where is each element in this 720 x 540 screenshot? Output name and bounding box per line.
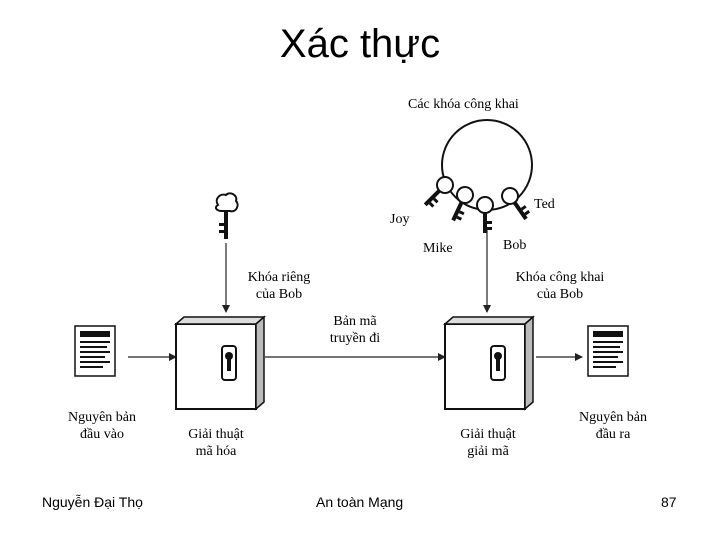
key-label-mike: Mike bbox=[423, 240, 453, 257]
private-key-icon bbox=[216, 193, 238, 239]
ciphertext-label-line1: Bản mã bbox=[305, 313, 405, 330]
key-icon-ted bbox=[499, 185, 533, 224]
footer-course: An toàn Mạng bbox=[316, 494, 403, 510]
encryption-algorithm-label-line1: Giải thuật bbox=[166, 426, 266, 443]
input-plaintext-label: Nguyên bản đầu vào bbox=[52, 409, 152, 443]
key-icon-bob bbox=[477, 197, 493, 233]
input-plaintext-label-line2: đầu vào bbox=[52, 426, 152, 443]
key-label-ted: Ted bbox=[534, 196, 555, 213]
output-plaintext-label-line1: Nguyên bản bbox=[563, 409, 663, 426]
public-keys-label: Các khóa công khai bbox=[408, 96, 519, 113]
footer-page-number: 87 bbox=[661, 494, 677, 510]
key-label-bob: Bob bbox=[503, 237, 526, 254]
output-plaintext-label-line2: đầu ra bbox=[563, 426, 663, 443]
private-key-label-line2: của Bob bbox=[229, 286, 329, 303]
decryption-algorithm-label-line1: Giải thuật bbox=[438, 426, 538, 443]
decryption-box bbox=[445, 317, 533, 409]
footer-author: Nguyễn Đại Thọ bbox=[42, 494, 143, 510]
bob-public-key-label-line1: Khóa công khai bbox=[500, 269, 620, 286]
encryption-box bbox=[176, 317, 264, 409]
decryption-algorithm-label: Giải thuật giải mã bbox=[438, 426, 538, 460]
output-document-icon bbox=[588, 326, 628, 376]
output-plaintext-label: Nguyên bản đầu ra bbox=[563, 409, 663, 443]
input-document-icon bbox=[75, 326, 115, 376]
key-label-joy: Joy bbox=[390, 211, 409, 228]
ciphertext-label: Bản mã truyền đi bbox=[305, 313, 405, 347]
bob-public-key-label: Khóa công khai của Bob bbox=[500, 269, 620, 303]
private-key-label-line1: Khóa riêng bbox=[229, 269, 329, 286]
private-key-label: Khóa riêng của Bob bbox=[229, 269, 329, 303]
input-plaintext-label-line1: Nguyên bản bbox=[52, 409, 152, 426]
encryption-algorithm-label: Giải thuật mã hóa bbox=[166, 426, 266, 460]
ciphertext-label-line2: truyền đi bbox=[305, 330, 405, 347]
bob-public-key-label-line2: của Bob bbox=[500, 286, 620, 303]
decryption-algorithm-label-line2: giải mã bbox=[438, 443, 538, 460]
encryption-algorithm-label-line2: mã hóa bbox=[166, 443, 266, 460]
